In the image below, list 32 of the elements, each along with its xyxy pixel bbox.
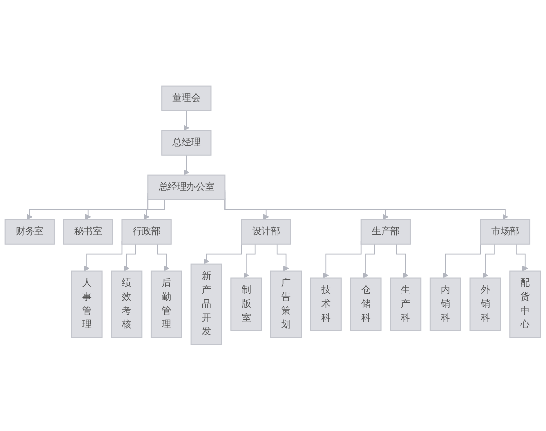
node-box: 董理会 xyxy=(162,86,212,112)
arrow xyxy=(516,244,528,272)
arrow xyxy=(144,199,166,220)
node-box: 秘书室 xyxy=(63,219,114,245)
node-box: 人事管理 xyxy=(71,270,103,338)
arrow xyxy=(363,244,376,279)
arrow xyxy=(184,154,190,176)
arrow xyxy=(184,110,190,132)
node-box: 制版室 xyxy=(230,278,262,332)
node-box: 新产品开发 xyxy=(190,264,222,346)
arrow xyxy=(396,244,409,279)
node-box: 技术科 xyxy=(310,278,342,332)
arrow xyxy=(124,244,136,272)
arrow xyxy=(276,244,290,272)
node-box: 配货中心 xyxy=(510,270,542,338)
node-box: 广告策划 xyxy=(270,270,302,338)
arrow xyxy=(157,244,170,272)
node-box: 外销科 xyxy=(470,278,502,332)
node-box: 仓储科 xyxy=(350,278,382,332)
node-box: 生产科 xyxy=(390,278,422,332)
node-box: 后勤管理 xyxy=(150,270,182,338)
node-box: 行政部 xyxy=(122,219,172,245)
arrow xyxy=(482,244,495,279)
node-box: 设计部 xyxy=(241,219,292,245)
node-box: 生产部 xyxy=(360,219,411,245)
node-box: 财务室 xyxy=(4,219,55,245)
node-box: 总经理 xyxy=(162,130,212,156)
node-box: 绩效考核 xyxy=(111,270,143,338)
arrow xyxy=(244,244,256,279)
node-box: 内销科 xyxy=(430,278,462,332)
node-box: 总经理办公室 xyxy=(148,174,226,200)
node-box: 市场部 xyxy=(480,219,531,245)
